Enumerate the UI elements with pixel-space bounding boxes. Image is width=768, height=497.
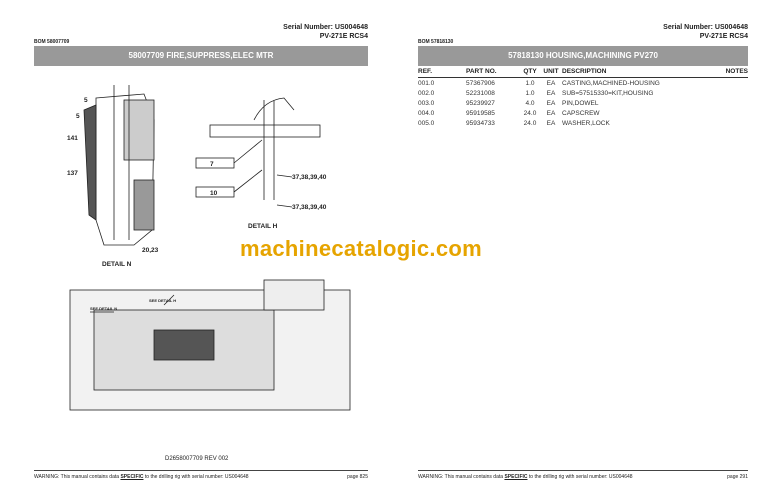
callout: 5	[76, 113, 80, 120]
detail-h-label: DETAIL H	[248, 223, 278, 230]
footer: WARNING: This manual contains data SPECI…	[418, 470, 748, 480]
callout: 20,23	[142, 247, 159, 254]
callout: 37,38,39,40	[292, 174, 327, 181]
bom-label: BOM 58007709	[34, 39, 70, 45]
section-title: 58007709 FIRE,SUPPRESS,ELEC MTR	[34, 46, 368, 66]
bom-label: BOM 57818130	[418, 39, 454, 45]
col-unit: UNIT	[540, 66, 562, 78]
table-row: 005.0 95934733 24.0 EA WASHER,LOCK	[418, 118, 748, 128]
table-cell	[713, 118, 748, 128]
footer: WARNING: This manual contains data SPECI…	[34, 470, 368, 480]
callout: 37,38,39,40	[292, 204, 327, 211]
callout: 141	[67, 135, 78, 142]
detail-n-label: DETAIL N	[102, 261, 132, 268]
col-ref: REF.	[418, 66, 466, 78]
table-cell: 4.0	[525, 99, 535, 107]
serial-text: Serial Number: US004648	[283, 24, 368, 31]
table-cell: EA	[546, 99, 556, 107]
model-text: PV-271E RCS4	[319, 33, 368, 40]
warning-text: WARNING: This manual contains data SPECI…	[418, 474, 633, 480]
callout: SEE DETAIL N	[90, 306, 117, 311]
table-cell: 001.0	[418, 79, 435, 87]
watermark: machinecatalogic.com	[240, 236, 482, 261]
drawing-number: D2658007709 REV 002	[165, 456, 229, 462]
table-cell: EA	[546, 79, 556, 87]
table-cell: EA	[546, 109, 556, 117]
table-cell: 52231008	[466, 89, 495, 97]
table-row: 004.0 95919585 24.0 EA CAPSCREW	[418, 108, 748, 118]
page-number: page 825	[347, 474, 368, 480]
table-cell: WASHER,LOCK	[562, 119, 610, 127]
callout: 7	[210, 161, 214, 168]
table-cell: CAPSCREW	[562, 109, 600, 117]
table-cell	[713, 78, 748, 89]
callout: 137	[67, 170, 78, 177]
serial-text: Serial Number: US004648	[663, 24, 748, 31]
page-number: page 291	[727, 474, 748, 480]
model-text: PV-271E RCS4	[699, 33, 748, 40]
table-cell: 24.0	[523, 119, 537, 127]
callout: 5	[84, 97, 88, 104]
table-cell: 24.0	[523, 109, 537, 117]
col-part: PART NO.	[466, 66, 520, 78]
table-cell: 003.0	[418, 99, 435, 107]
table-row: 002.0 52231008 1.0 EA SUB=57515330=KIT,HOUSI…	[418, 88, 748, 98]
callout: SEE DETAIL H	[149, 298, 176, 303]
table-cell: 004.0	[418, 109, 435, 117]
table-cell: 95919585	[466, 109, 495, 117]
col-notes: NOTES	[713, 66, 748, 78]
table-row: 003.0 95239927 4.0 EA PIN,DOWEL	[418, 98, 748, 108]
warning-text: WARNING: This manual contains data SPECI…	[34, 474, 249, 480]
table-cell: 1.0	[525, 79, 535, 87]
parts-drawing: 5 5 141 137 20,23 37,38,39,40 37,38,39,4…	[67, 85, 351, 411]
table-cell: EA	[546, 89, 556, 97]
table-cell: 002.0	[418, 89, 435, 97]
table-cell: EA	[546, 119, 556, 127]
table-cell: CASTING,MACHINED-HOUSING	[562, 79, 660, 87]
table-row: 001.0 57367906 1.0 EA CASTING,MACHINED-HOUSI…	[418, 78, 748, 89]
table-cell: 95934733	[466, 119, 495, 127]
table-cell: 57367906	[466, 79, 495, 87]
table-cell	[713, 88, 748, 98]
parts-table: REF. PART NO. QTY UNIT DESCRIPTION NOTES…	[418, 66, 748, 128]
table-cell	[713, 108, 748, 118]
table-cell: 005.0	[418, 119, 435, 127]
table-cell	[713, 98, 748, 108]
col-qty: QTY	[520, 66, 540, 78]
table-cell: 1.0	[525, 89, 535, 97]
table-cell: PIN,DOWEL	[562, 99, 599, 107]
callout: 10	[210, 190, 218, 197]
table-cell: 95239927	[466, 99, 495, 107]
col-desc: DESCRIPTION	[562, 66, 714, 78]
table-cell: SUB=57515330=KIT,HOUSING	[562, 89, 654, 97]
section-title: 57818130 HOUSING,MACHINING PV270	[418, 46, 748, 66]
